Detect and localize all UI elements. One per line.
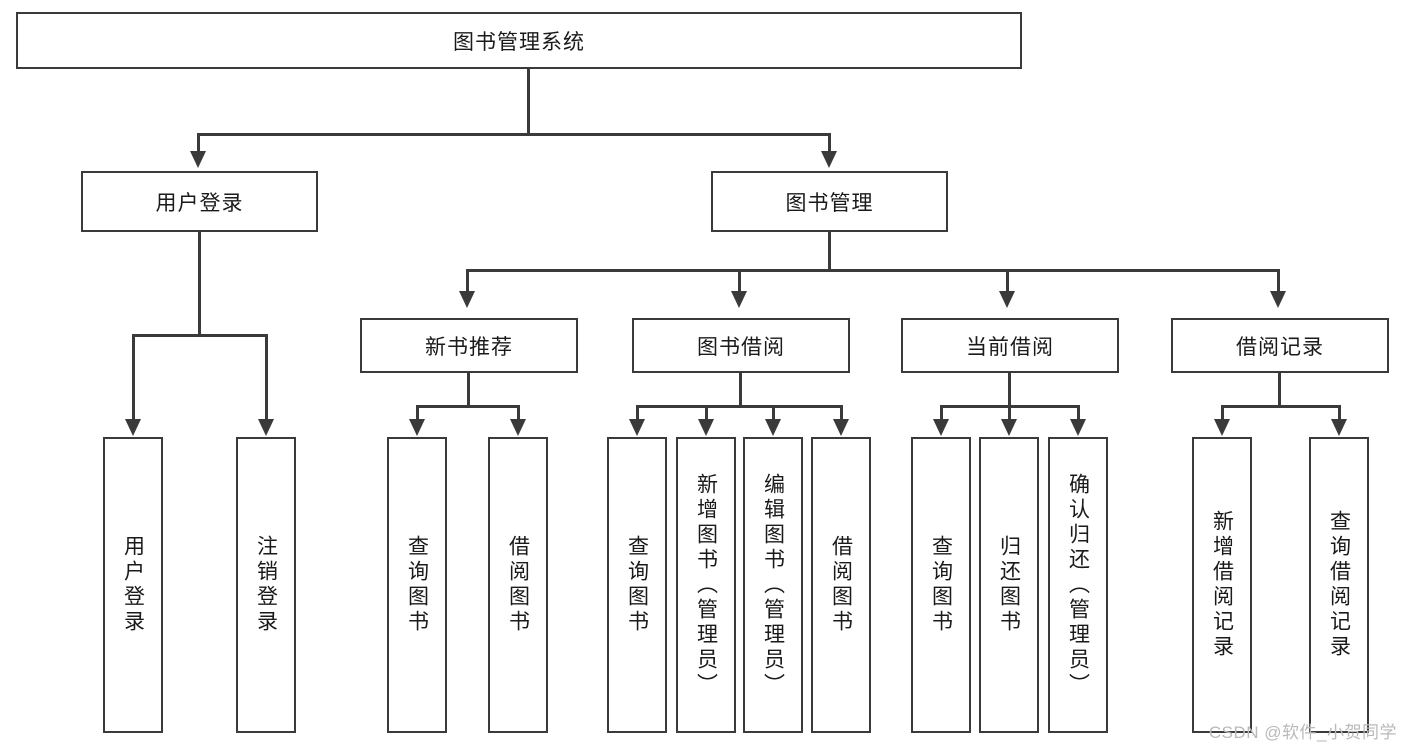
connector-cb-c3 — [1077, 405, 1080, 421]
connector-user-login-left — [132, 334, 135, 421]
node-leaf-user-login[interactable]: 用户登录 — [103, 437, 163, 733]
connector-bm-to-book-borrow — [738, 269, 741, 293]
arrow-bm-to-current-borrow — [999, 291, 1015, 308]
node-leaf-borrow-book-2-label: 借阅图书 — [829, 535, 853, 635]
connector-user-login-stem — [198, 232, 201, 337]
node-leaf-return-book[interactable]: 归还图书 — [979, 437, 1039, 733]
arrow-bm-to-book-borrow — [731, 291, 747, 308]
node-new-book-recommend-label: 新书推荐 — [425, 335, 513, 359]
node-current-borrow-label: 当前借阅 — [966, 335, 1054, 359]
connector-book-borrow-bar — [636, 405, 843, 408]
connector-root-to-user-login — [197, 133, 200, 153]
connector-bb-c1 — [636, 405, 639, 421]
connector-new-book-c1 — [416, 405, 419, 421]
node-leaf-borrow-book-1[interactable]: 借阅图书 — [488, 437, 548, 733]
node-leaf-add-book-label: 新增图书（管理员） — [694, 472, 718, 698]
node-borrow-record[interactable]: 借阅记录 — [1171, 318, 1389, 373]
arrow-cb-leaf-2 — [1001, 419, 1017, 436]
node-leaf-borrow-book-2[interactable]: 借阅图书 — [811, 437, 871, 733]
node-leaf-add-book[interactable]: 新增图书（管理员） — [676, 437, 736, 733]
node-user-login-label: 用户登录 — [155, 191, 244, 215]
node-book-manage[interactable]: 图书管理 — [711, 171, 948, 232]
connector-current-borrow-stem — [1008, 373, 1011, 408]
connector-new-book-c2 — [517, 405, 520, 421]
connector-borrow-record-bar — [1221, 405, 1341, 408]
connector-root-stem — [527, 69, 530, 133]
arrow-bb-leaf-3 — [765, 419, 781, 436]
arrow-bb-leaf-1 — [629, 419, 645, 436]
connector-book-manage-stem — [828, 232, 831, 272]
node-root-label: 图书管理系统 — [453, 30, 585, 54]
connector-root-bar — [197, 133, 831, 136]
arrow-bb-leaf-4 — [833, 419, 849, 436]
connector-new-book-stem — [467, 373, 470, 408]
arrow-new-book-leaf-1 — [409, 419, 425, 436]
node-leaf-logout-label: 注销登录 — [254, 535, 278, 635]
connector-cb-c1 — [940, 405, 943, 421]
connector-br-c2 — [1338, 405, 1341, 421]
connector-user-login-bar — [132, 334, 267, 337]
node-leaf-query-book-1[interactable]: 查询图书 — [387, 437, 447, 733]
node-root[interactable]: 图书管理系统 — [16, 12, 1022, 69]
node-leaf-query-book-2[interactable]: 查询图书 — [607, 437, 667, 733]
node-book-borrow-label: 图书借阅 — [697, 335, 785, 359]
arrow-br-leaf-1 — [1214, 419, 1230, 436]
node-leaf-edit-book[interactable]: 编辑图书（管理员） — [743, 437, 803, 733]
arrow-bm-to-new-book — [459, 291, 475, 308]
node-leaf-query-book-1-label: 查询图书 — [405, 535, 429, 635]
connector-bm-to-current-borrow — [1006, 269, 1009, 293]
node-book-manage-label: 图书管理 — [785, 191, 874, 215]
connector-bm-to-borrow-record — [1277, 269, 1280, 293]
arrow-bb-leaf-2 — [698, 419, 714, 436]
arrow-user-login-leaf-2 — [258, 419, 274, 436]
node-leaf-query-record[interactable]: 查询借阅记录 — [1309, 437, 1369, 733]
node-leaf-query-book-2-label: 查询图书 — [625, 535, 649, 635]
arrow-root-to-book-manage — [821, 151, 837, 168]
node-leaf-edit-book-label: 编辑图书（管理员） — [761, 472, 785, 698]
node-current-borrow[interactable]: 当前借阅 — [901, 318, 1119, 373]
node-leaf-add-record[interactable]: 新增借阅记录 — [1192, 437, 1252, 733]
connector-cb-c2 — [1008, 405, 1011, 421]
node-leaf-add-record-label: 新增借阅记录 — [1210, 510, 1234, 660]
connector-bm-to-new-book — [466, 269, 469, 293]
arrow-cb-leaf-3 — [1070, 419, 1086, 436]
connector-user-login-right — [265, 334, 268, 421]
node-user-login[interactable]: 用户登录 — [81, 171, 318, 232]
node-leaf-user-login-label: 用户登录 — [121, 535, 145, 635]
arrow-cb-leaf-1 — [933, 419, 949, 436]
node-leaf-query-book-3[interactable]: 查询图书 — [911, 437, 971, 733]
arrow-user-login-leaf-1 — [125, 419, 141, 436]
node-new-book-recommend[interactable]: 新书推荐 — [360, 318, 578, 373]
arrow-root-to-user-login — [190, 151, 206, 168]
connector-bb-c2 — [705, 405, 708, 421]
connector-root-to-book-manage — [828, 133, 831, 153]
node-borrow-record-label: 借阅记录 — [1236, 335, 1324, 359]
node-book-borrow[interactable]: 图书借阅 — [632, 318, 850, 373]
node-leaf-confirm-return[interactable]: 确认归还（管理员） — [1048, 437, 1108, 733]
connector-book-manage-bar — [466, 269, 1280, 272]
node-leaf-borrow-book-1-label: 借阅图书 — [506, 535, 530, 635]
connector-bb-c3 — [772, 405, 775, 421]
arrow-bm-to-borrow-record — [1270, 291, 1286, 308]
node-leaf-return-book-label: 归还图书 — [997, 535, 1021, 635]
connector-bb-c4 — [840, 405, 843, 421]
node-leaf-query-book-3-label: 查询图书 — [929, 535, 953, 635]
connector-book-borrow-stem — [739, 373, 742, 408]
node-leaf-query-record-label: 查询借阅记录 — [1327, 510, 1351, 660]
arrow-new-book-leaf-2 — [510, 419, 526, 436]
connector-borrow-record-stem — [1278, 373, 1281, 408]
node-leaf-confirm-return-label: 确认归还（管理员） — [1066, 472, 1090, 698]
connector-br-c1 — [1221, 405, 1224, 421]
arrow-br-leaf-2 — [1331, 419, 1347, 436]
node-leaf-logout[interactable]: 注销登录 — [236, 437, 296, 733]
connector-new-book-bar — [416, 405, 519, 408]
csdn-watermark: CSDN @软件_小贺同学 — [1208, 723, 1397, 742]
